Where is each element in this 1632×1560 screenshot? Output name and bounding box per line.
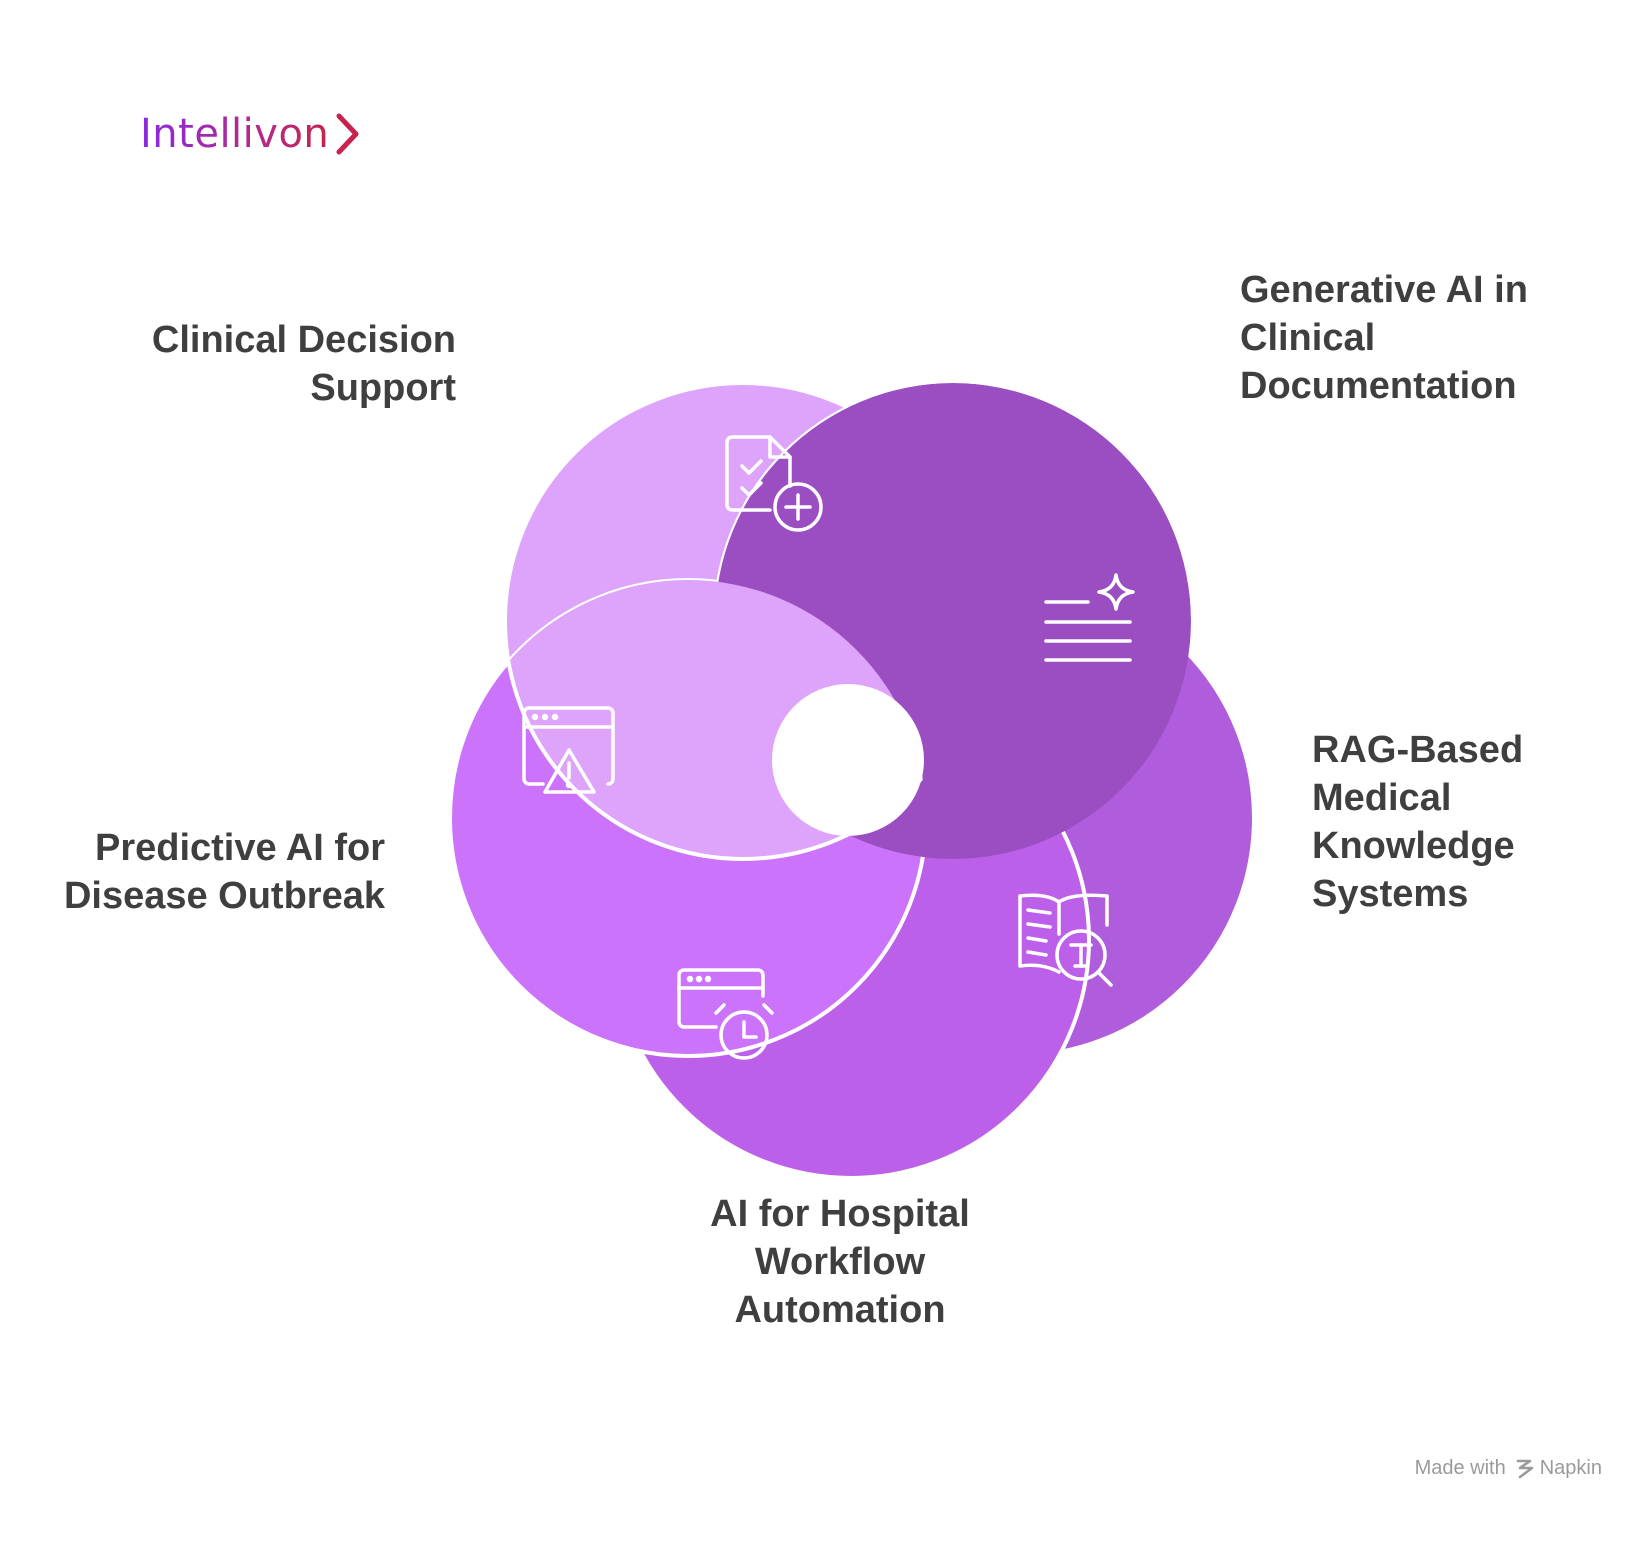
text-sparkle-icon xyxy=(1044,573,1135,662)
center-hole xyxy=(772,684,924,836)
napkin-logo-icon xyxy=(1516,1459,1534,1478)
brand-logo: Intellivon xyxy=(140,104,361,164)
chevron-right-icon xyxy=(336,113,359,155)
napkin-text: Napkin xyxy=(1539,1457,1602,1479)
label-predictive-outbreak: Predictive AI for Disease Outbreak xyxy=(63,827,385,917)
made-with-napkin: Made with Napkin xyxy=(1415,1457,1602,1480)
made-with-text: Made with xyxy=(1414,1457,1506,1479)
window-warning-icon xyxy=(522,706,615,794)
label-clinical-decision-support: Clinical Decision Support xyxy=(151,319,456,409)
book-search-icon xyxy=(1018,893,1113,987)
label-generative-ai: Generative AI in Clinical Documentation xyxy=(1240,269,1528,407)
label-rag-knowledge: RAG-Based Medical Knowledge Systems xyxy=(1312,729,1524,915)
clipboard-check-plus-icon xyxy=(725,435,823,532)
brand-name: Intellivon xyxy=(140,111,330,157)
window-clock-icon xyxy=(677,968,774,1060)
label-workflow-automation: AI for Hospital Workflow Automation xyxy=(710,1193,970,1331)
